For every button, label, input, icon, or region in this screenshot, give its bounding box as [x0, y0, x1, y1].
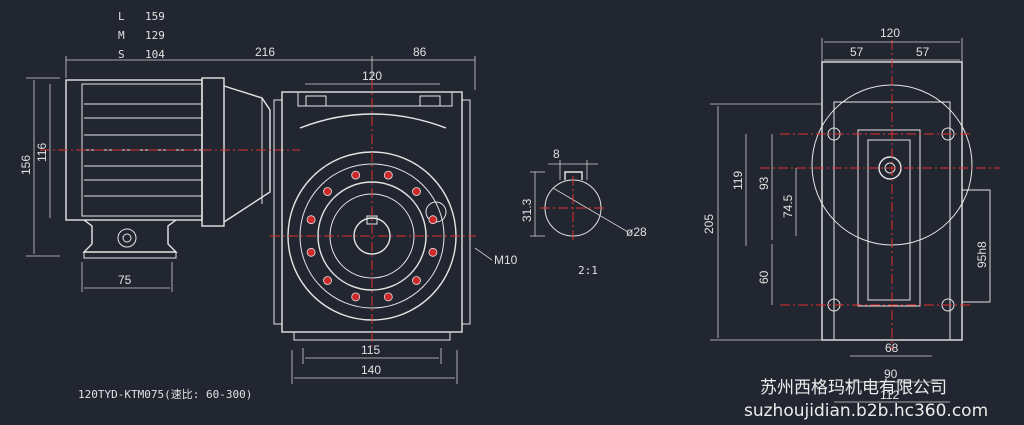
dim-156: 156: [19, 155, 33, 175]
bolt-hole: [323, 276, 332, 285]
bolt-hole: [412, 276, 421, 285]
model-label: 120TYD-KTM075(速比: 60-300): [78, 388, 252, 401]
bolt-hole: [383, 292, 393, 302]
dim-68: 68: [885, 341, 899, 355]
spec-value-l: 159: [145, 10, 165, 23]
bolt-hole: [383, 170, 393, 180]
company-name: 苏州西格玛机电有限公司: [760, 378, 947, 398]
dim-60: 60: [757, 270, 771, 284]
bolt-hole: [306, 247, 316, 257]
gearbox-front-view: [270, 80, 476, 350]
dim-120-top: 120: [362, 69, 382, 83]
side-dimensions: 120 57 57 205 119 93 74.5 60 95h8 68 90 …: [702, 26, 991, 403]
flange-bolt-holes: [306, 170, 438, 302]
dim-8: 8: [553, 147, 560, 161]
website-watermark: suzhoujidian.b2b.hc360.com: [744, 401, 988, 421]
dim-216: 216: [255, 45, 275, 59]
label-m10: M10: [494, 253, 518, 267]
dim-119: 119: [731, 171, 745, 190]
dim-115: 115: [361, 343, 380, 357]
spec-value-m: 129: [145, 29, 165, 42]
spec-table: L 159 M 129 S 104: [118, 10, 165, 61]
dim-86: 86: [413, 45, 427, 59]
bolt-hole: [351, 292, 361, 302]
spec-key-s: S: [118, 48, 125, 61]
dim-75: 75: [118, 273, 132, 287]
bolt-hole: [428, 215, 438, 225]
dim-57-right: 57: [916, 45, 930, 59]
dim-diameter-28: ø28: [626, 225, 647, 239]
dim-120-side: 120: [880, 26, 900, 40]
bolt-hole: [412, 187, 421, 196]
shaft-detail: 8 31.3 ø28 2:1: [520, 147, 647, 277]
dim-74-5: 74.5: [781, 194, 795, 218]
bolt-hole: [323, 187, 332, 196]
bolt-hole: [428, 247, 438, 257]
detail-scale: 2:1: [578, 264, 598, 277]
spec-key-m: M: [118, 29, 125, 42]
dim-140: 140: [361, 363, 381, 377]
dim-95h8: 95h8: [975, 241, 989, 268]
dim-93: 93: [757, 176, 771, 190]
dim-116: 116: [35, 143, 49, 162]
gearbox-side-view: [760, 40, 1000, 350]
dim-90: 90: [884, 367, 898, 381]
front-dimensions: M10 115 140: [291, 247, 518, 384]
spec-value-s: 104: [145, 48, 165, 61]
spec-key-l: L: [118, 10, 125, 23]
dim-205: 205: [702, 214, 716, 234]
bolt-hole: [351, 170, 361, 180]
bolt-hole: [306, 215, 316, 225]
dim-112: 112: [880, 388, 899, 402]
motor-dimensions: 156 116 75 216 86 120: [19, 45, 476, 292]
dim-57-left: 57: [850, 45, 864, 59]
dim-31-3: 31.3: [520, 198, 534, 222]
motor-view: [40, 77, 300, 259]
